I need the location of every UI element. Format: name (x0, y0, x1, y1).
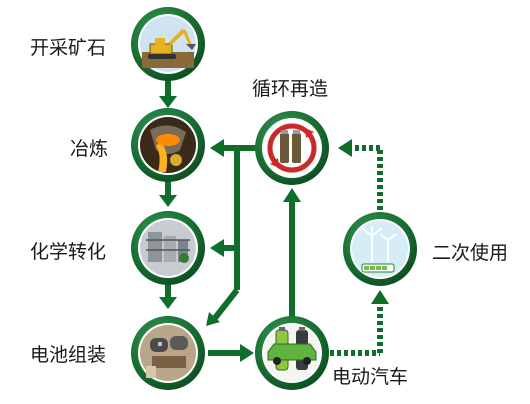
node-mining (131, 7, 205, 81)
label-recycle: 循环再造 (252, 78, 329, 100)
node-assembly (131, 316, 205, 390)
excavator-icon (142, 28, 196, 68)
arrow-ev-to-second-use (330, 290, 389, 356)
chemical-plant-icon (146, 232, 190, 263)
node-recycle (255, 111, 329, 185)
node-second-use (343, 212, 417, 286)
label-chemical: 化学转化 (30, 241, 107, 263)
node-smelting (131, 108, 205, 182)
recycle-battery-icon (267, 123, 317, 173)
arrow-chemical-to-assembly (159, 284, 177, 309)
arrow-second-use-to-recycle (338, 139, 383, 210)
label-smelting: 冶炼 (70, 138, 109, 160)
arrow-smelting-to-chemical (159, 180, 177, 207)
arrow-ev-to-recycle (283, 188, 301, 318)
battery-cells-icon (146, 336, 188, 378)
node-chemical (131, 211, 205, 285)
arrow-recycle-feedback (206, 139, 258, 326)
furnace-icon (150, 125, 186, 172)
label-second-use: 二次使用 (432, 242, 509, 264)
electric-car-battery-icon (267, 327, 317, 371)
arrow-assembly-to-ev (208, 344, 254, 362)
label-ev: 电动汽车 (332, 366, 409, 388)
node-ev (255, 316, 329, 390)
label-assembly: 电池组装 (30, 344, 107, 366)
label-mining: 开采矿石 (30, 37, 107, 59)
wind-turbine-battery-icon (361, 226, 397, 273)
